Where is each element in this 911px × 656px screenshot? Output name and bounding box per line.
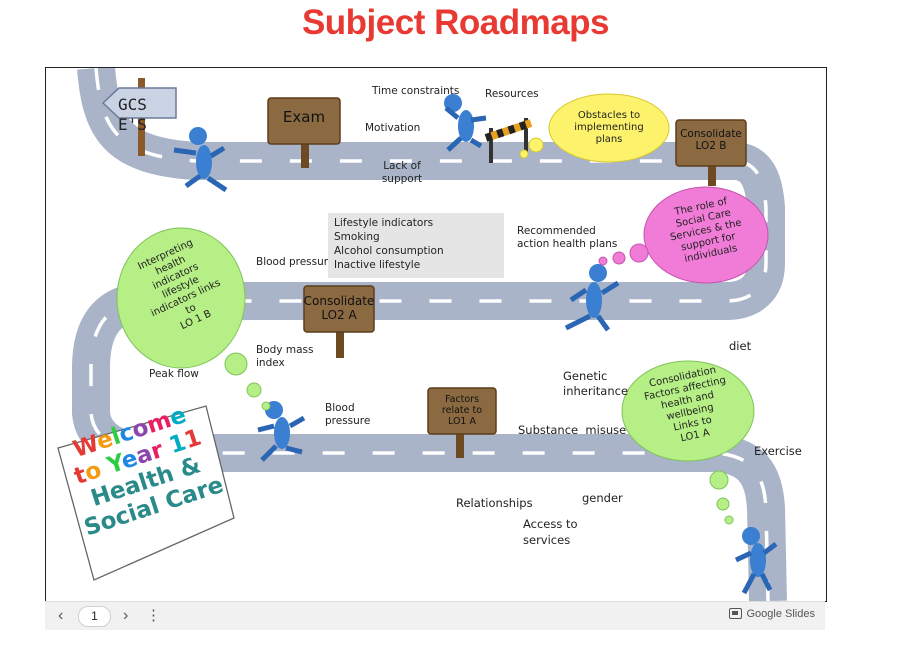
time-constraints-label: Time constraints bbox=[372, 85, 460, 97]
chevron-right-icon[interactable]: › bbox=[123, 607, 129, 624]
runner-figure-2 bbox=[444, 94, 487, 152]
obstacles-bubble-text: Obstacles to implementing plans bbox=[574, 110, 644, 145]
runner-figure-5 bbox=[734, 527, 778, 595]
recommended-action-label: Recommended action health plans bbox=[517, 225, 618, 250]
slides-icon bbox=[728, 608, 742, 619]
hurdle bbox=[484, 118, 533, 163]
chevron-left-icon[interactable]: ‹ bbox=[58, 607, 64, 624]
exam-signpost bbox=[267, 97, 341, 168]
motivation-label: Motivation bbox=[365, 122, 421, 134]
blood-pressure-label-2: Blood pressure bbox=[325, 402, 371, 427]
runner-figure-1 bbox=[173, 127, 228, 193]
page-number-field[interactable]: 1 bbox=[78, 606, 111, 627]
exercise-label: Exercise bbox=[754, 444, 802, 458]
runner-figure-4 bbox=[257, 401, 306, 462]
road-markings bbox=[89, 68, 770, 601]
runner-figure-3 bbox=[564, 264, 620, 332]
slides-toolbar: ‹ 1 › ⋮ Google Slides bbox=[45, 601, 825, 630]
consolidate-lo2b-label: Consolidate LO2 B bbox=[680, 128, 742, 152]
more-vert-icon[interactable]: ⋮ bbox=[146, 607, 161, 624]
roadmap-illustration bbox=[57, 68, 787, 601]
page-title: Subject Roadmaps bbox=[301, 3, 610, 42]
peak-flow-label: Peak flow bbox=[149, 368, 199, 380]
resources-label: Resources bbox=[485, 88, 539, 100]
relationships-label: Relationships bbox=[456, 496, 533, 510]
diet-label: diet bbox=[729, 339, 752, 353]
substance-misuse-label: Substance misuse bbox=[518, 423, 627, 437]
gcse-signpost bbox=[101, 78, 177, 156]
welcome-paper bbox=[57, 405, 235, 581]
consolidate-lo2a-signpost bbox=[303, 285, 375, 358]
factors-lo1a-label: Factors relate to LO1 A bbox=[441, 394, 483, 427]
consolidate-lo2b-signpost bbox=[675, 119, 747, 186]
consolidation-cloud bbox=[621, 360, 755, 525]
consolidate-lo2a-label: Consolidate LO2 A bbox=[303, 294, 375, 322]
genetic-inheritance-label: Genetic inheritance bbox=[563, 369, 629, 398]
factors-lo1a-signpost bbox=[427, 387, 497, 458]
gcse-sign-label: GCS E'S bbox=[118, 95, 147, 134]
access-to-services-label: Access to services bbox=[523, 517, 578, 547]
obstacles-cloud bbox=[519, 93, 670, 163]
lifestyle-indicators-box: Lifestyle indicators Smoking Alcohol con… bbox=[328, 213, 504, 278]
lack-of-support-label: Lack of support bbox=[381, 160, 423, 185]
google-slides-label: Google Slides bbox=[746, 608, 816, 620]
social-care-cloud bbox=[598, 186, 769, 284]
google-slides-link[interactable]: Google Slides bbox=[728, 608, 816, 620]
gender-label: gender bbox=[582, 491, 623, 505]
body-mass-index-label: Body mass index bbox=[256, 344, 314, 369]
exam-sign-label: Exam bbox=[282, 108, 326, 126]
blood-pressure-label-1: Blood pressure bbox=[256, 256, 335, 268]
slide-canvas: GCS E'S Exam Consolidate LO2 B Consolida… bbox=[45, 67, 827, 602]
interpreting-cloud bbox=[116, 227, 271, 411]
